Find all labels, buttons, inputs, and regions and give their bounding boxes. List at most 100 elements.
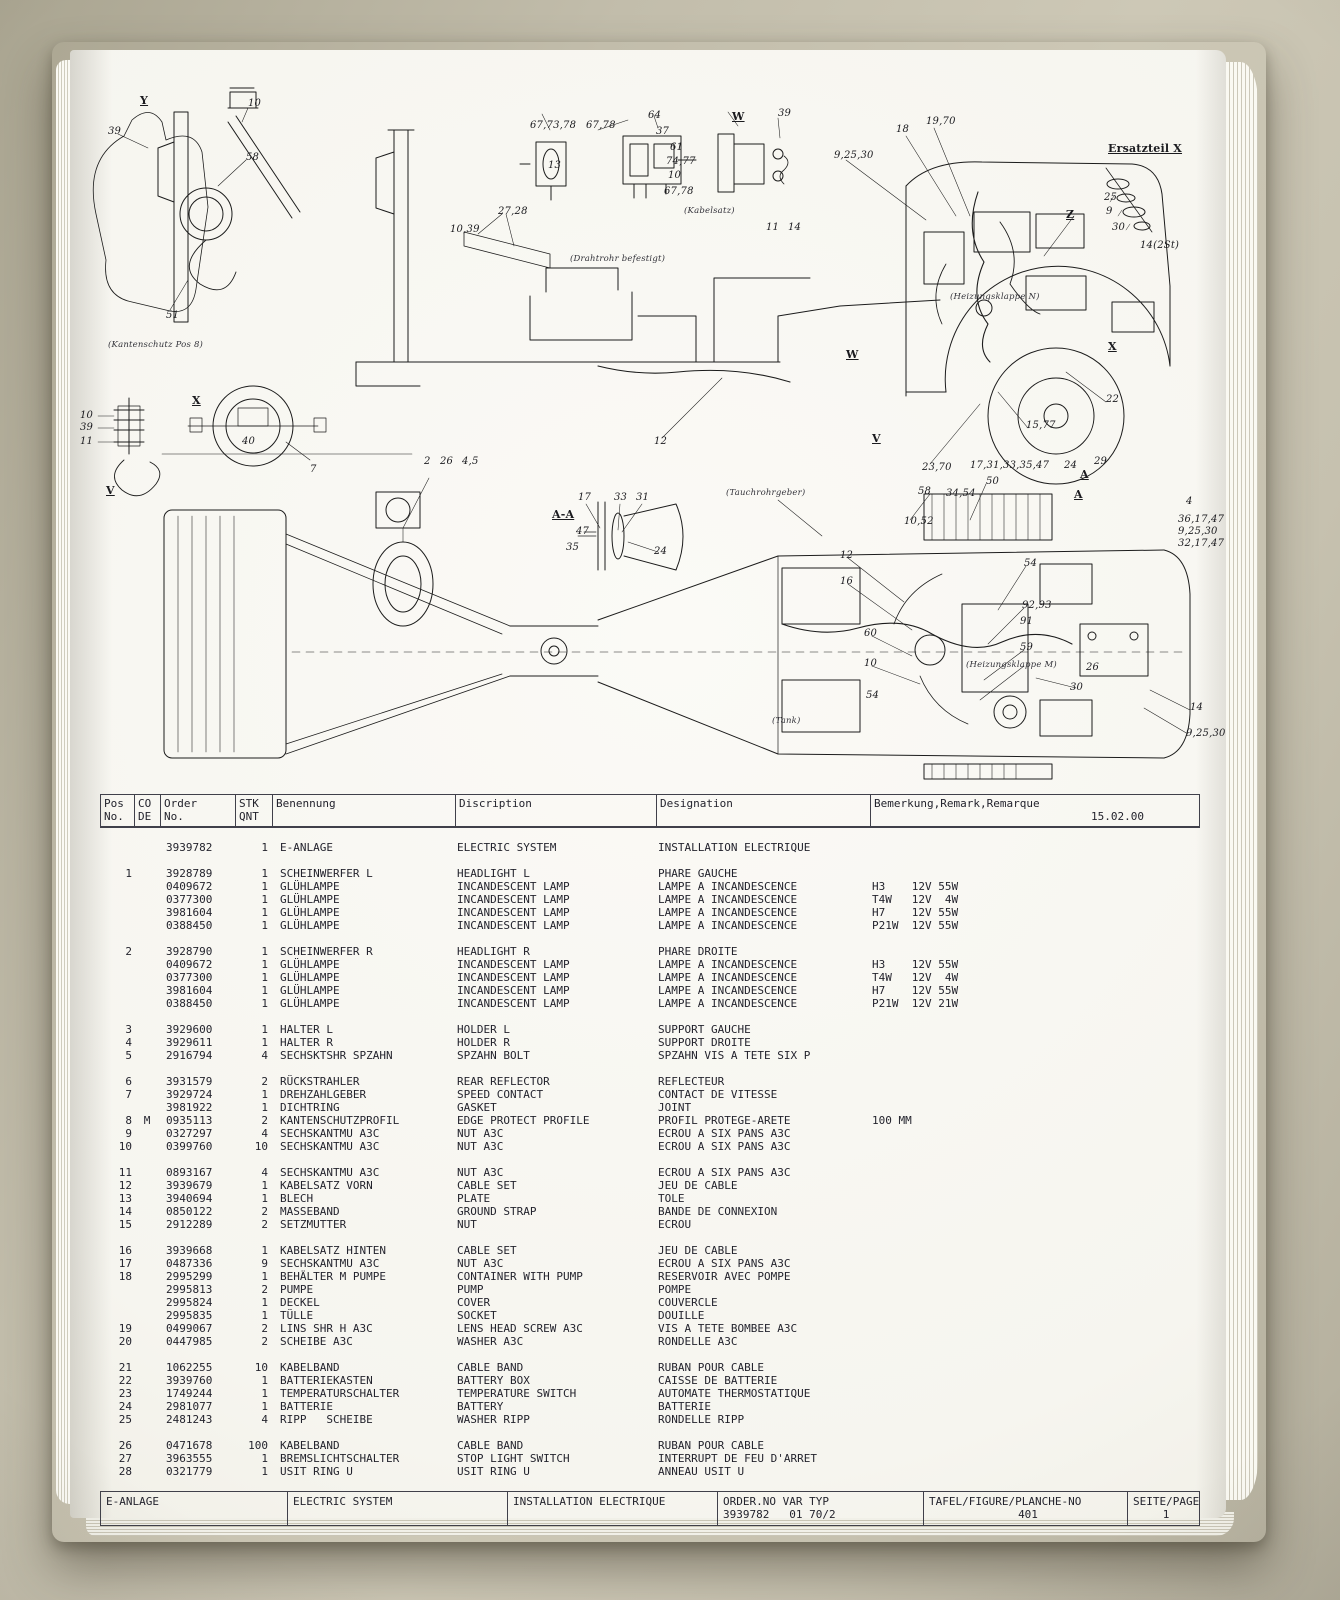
cell-code: [134, 1036, 160, 1049]
cell-order: 2995813: [166, 1283, 213, 1296]
cell-name: DREHZAHLGEBER: [280, 1088, 367, 1101]
cell-design: BANDE DE CONNEXION: [658, 1205, 778, 1218]
cell-descr: STOP LIGHT SWITCH: [457, 1452, 570, 1465]
cell-order: 2481243: [166, 1413, 213, 1426]
table-group-gap: [100, 1010, 1200, 1023]
diagram-callout: V: [106, 484, 115, 497]
cell-descr: USIT RING U: [457, 1465, 530, 1478]
cell-name: USIT RING U: [280, 1465, 353, 1478]
detail-bolt-hook: [97, 397, 161, 497]
cell-order: 0388450: [166, 997, 213, 1010]
diagram-callout: 67,73,78: [530, 120, 577, 131]
cell-qty: 2: [261, 1322, 268, 1335]
cell-qty: 2: [261, 1335, 268, 1348]
diagram-callout: 12: [654, 436, 668, 447]
diagram-callout: 30: [1070, 682, 1084, 693]
diagram-callout: 10,52: [904, 516, 934, 527]
cell-descr: INCANDESCENT LAMP: [457, 919, 570, 932]
cell-order: 0935113: [166, 1114, 213, 1127]
cell-design: JOINT: [658, 1101, 692, 1114]
diagram-callout: 29: [1094, 456, 1108, 467]
footer-tafel-value: 401: [1018, 1508, 1038, 1521]
cell-order: 3981604: [166, 984, 213, 997]
cell-design: ECROU A SIX PANS A3C: [658, 1257, 791, 1270]
cell-order: 3929724: [166, 1088, 213, 1101]
diagram-callout: 31: [636, 492, 650, 503]
cell-order: 0409672: [166, 958, 213, 971]
cell-name: RÜCKSTRAHLER: [280, 1075, 360, 1088]
diagram-callout: 23,70: [922, 462, 952, 473]
cell-design: LAMPE A INCANDESCENCE: [658, 997, 798, 1010]
diagram-callout: 34,54: [946, 488, 976, 499]
cell-remark: [870, 1049, 1200, 1062]
diagram-callout: 27,28: [498, 206, 528, 217]
cell-design: PROFIL PROTEGE-ARETE: [658, 1114, 791, 1127]
diagram-callout: Ersatzteil X: [1108, 142, 1183, 155]
header-qty: STK QNT: [235, 795, 272, 826]
cell-pos: 26: [118, 1439, 132, 1452]
cell-remark: [870, 841, 1200, 854]
diagram-note: (Heizungsklappe M): [966, 660, 1057, 670]
cell-descr: CABLE SET: [457, 1244, 517, 1257]
cell-code: M: [143, 1114, 151, 1127]
diagram-callout: 74,77: [666, 156, 696, 167]
cell-qty: 1: [261, 1179, 268, 1192]
cell-qty: 1: [261, 1465, 268, 1478]
diagram-callout: 47: [576, 526, 590, 537]
cell-order: 2995824: [166, 1296, 213, 1309]
cell-order: 3963555: [166, 1452, 213, 1465]
wiring-diagram-art: [92, 87, 1191, 780]
cell-qty: 1: [261, 1270, 268, 1283]
diagram-callout: 4,5: [462, 456, 479, 467]
diagram-callout: 61: [670, 142, 684, 153]
header-code: CO DE: [134, 795, 160, 826]
cell-order: 0499067: [166, 1322, 213, 1335]
cell-descr: BATTERY BOX: [457, 1374, 530, 1387]
cell-qty: 1: [261, 1296, 268, 1309]
diagram-callout: 10: [248, 98, 262, 109]
footer-order-value: 3939782 01 70/2: [723, 1508, 836, 1521]
footer-order-label: ORDER.NO VAR TYP: [723, 1495, 829, 1508]
diagram-callout: 91: [1020, 616, 1034, 627]
cell-design: BATTERIE: [658, 1400, 711, 1413]
diagram-callout: Y: [140, 94, 149, 107]
cell-code: [134, 867, 160, 880]
cell-remark: [870, 1322, 1200, 1335]
cell-code: [134, 893, 160, 906]
cell-design: LAMPE A INCANDESCENCE: [658, 893, 798, 906]
cell-design: JEU DE CABLE: [658, 1244, 738, 1257]
diagram-callout: 15,77: [1026, 420, 1056, 431]
diagram-callout: 10,39: [450, 224, 480, 235]
diagram-callout: 19,70: [926, 116, 956, 127]
cell-pos: 3: [125, 1023, 132, 1036]
cell-remark: [870, 1166, 1200, 1179]
cell-code: [134, 1023, 160, 1036]
table-group-gap: [100, 1153, 1200, 1166]
cell-code: [134, 1140, 160, 1153]
diagram-callout: 14: [1190, 702, 1204, 713]
cell-design: CONTACT DE VITESSE: [658, 1088, 778, 1101]
cell-name: BEHÄLTER M PUMPE: [280, 1270, 386, 1283]
cell-pos: 6: [125, 1075, 132, 1088]
cell-pos: 1: [125, 867, 132, 880]
cell-name: SECHSKANTMU A3C: [280, 1166, 380, 1179]
cell-qty: 1: [261, 1374, 268, 1387]
cell-code: [134, 1179, 160, 1192]
cell-pos: 8: [125, 1114, 132, 1127]
cell-pos: 12: [118, 1179, 132, 1192]
cell-design: POMPE: [658, 1283, 692, 1296]
table-group-gap: [100, 854, 1200, 867]
cell-descr: SOCKET: [457, 1309, 497, 1322]
diagram-note: (Tauchrohrgeber): [726, 488, 806, 498]
cell-name: GLÜHLAMPE: [280, 906, 340, 919]
cell-code: [134, 880, 160, 893]
